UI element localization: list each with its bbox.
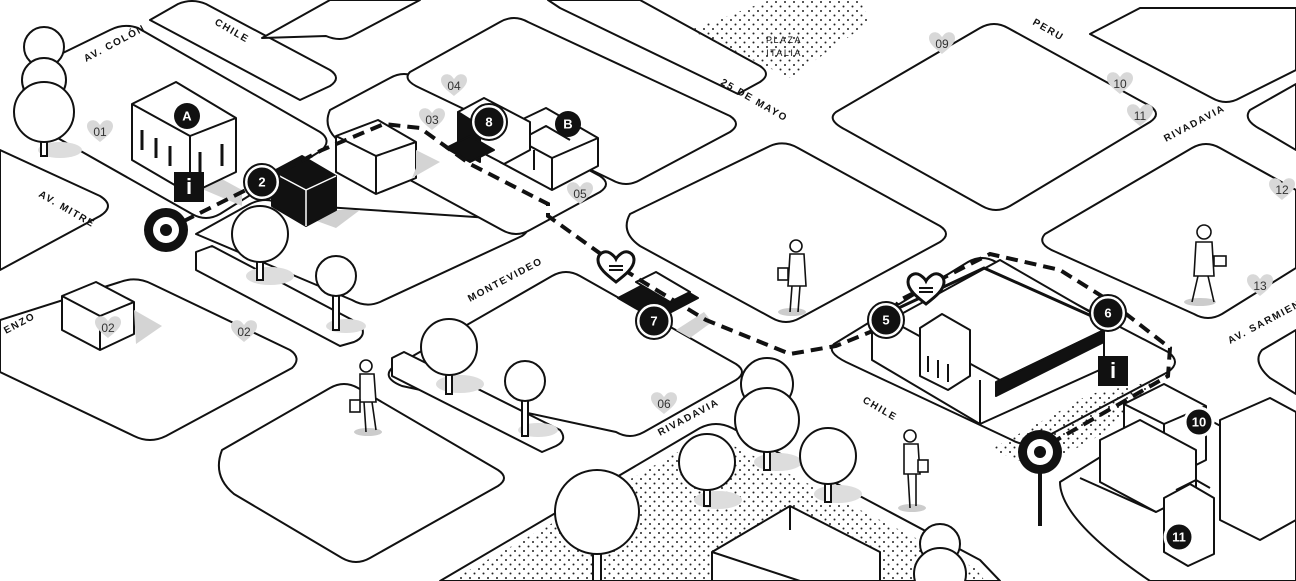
svg-text:01: 01 [93, 125, 107, 139]
info-icon[interactable]: i [1098, 356, 1128, 386]
block [1041, 143, 1296, 319]
route-stop-6[interactable]: 6 [1089, 294, 1127, 332]
svg-text:6: 6 [1104, 306, 1111, 321]
svg-text:B: B [563, 117, 572, 132]
person-icon [349, 359, 382, 436]
block [1246, 83, 1296, 151]
route-stop-7[interactable]: 7 [635, 302, 673, 340]
tree-icon [13, 26, 82, 158]
block [0, 149, 109, 271]
heart-pin: 10 [1107, 72, 1133, 94]
block [406, 17, 737, 185]
svg-text:i: i [186, 174, 192, 199]
block [149, 0, 337, 101]
street-chile-bottom: CHILE [861, 395, 899, 424]
heart-pin: 12 [1269, 178, 1295, 200]
route-stop-10[interactable]: 10 [1183, 406, 1215, 438]
route-end-marker[interactable] [1018, 430, 1062, 526]
street-peru: PERU [1031, 17, 1066, 44]
heart-pin: 04 [441, 74, 467, 96]
block [1089, 7, 1296, 103]
svg-text:11: 11 [1134, 109, 1147, 123]
heart-pin: 01 [87, 120, 113, 142]
svg-text:5: 5 [882, 313, 889, 328]
svg-text:03: 03 [425, 113, 439, 127]
block [0, 278, 298, 441]
info-icon[interactable]: i [174, 172, 204, 202]
svg-text:7: 7 [650, 314, 657, 329]
street-rivadavia-top: RIVADAVIA [1162, 103, 1227, 145]
building-label-b[interactable]: B [555, 111, 581, 137]
person-icon [777, 239, 807, 316]
route-stop-2[interactable]: 2 [243, 163, 281, 201]
svg-text:2: 2 [258, 175, 265, 190]
svg-text:09: 09 [935, 37, 949, 51]
svg-text:13: 13 [1253, 279, 1267, 293]
heart-pin: 02 [95, 316, 121, 338]
tree-icon [420, 318, 484, 395]
svg-text:11: 11 [1172, 530, 1186, 545]
svg-text:8: 8 [485, 115, 492, 130]
heart-pins[interactable]: 01 02 02 03 04 05 06 09 10 11 12 13 [87, 32, 1295, 414]
block [1257, 329, 1296, 395]
tree-icon [504, 360, 558, 437]
heart-pin: 05 [567, 182, 593, 204]
block [218, 383, 505, 563]
heart-pin: 09 [929, 32, 955, 54]
svg-text:10: 10 [1113, 77, 1127, 91]
svg-text:12: 12 [1275, 183, 1289, 197]
heart-pin: 06 [651, 392, 677, 414]
building-label-a[interactable]: A [174, 103, 200, 129]
tree-icon [231, 205, 294, 285]
block [625, 142, 947, 323]
metro-heart-icon[interactable] [906, 272, 946, 306]
pedestrians [349, 224, 1227, 512]
block [547, 0, 767, 95]
person-icon [898, 429, 929, 512]
tree-icon [315, 255, 366, 333]
svg-text:ITALIA: ITALIA [766, 48, 802, 58]
tree-icon [799, 427, 862, 503]
svg-text:10: 10 [1192, 415, 1206, 430]
trees [13, 26, 967, 581]
route-stop-5[interactable]: 5 [867, 301, 905, 339]
tree-icon [913, 523, 967, 581]
heart-pin: 03 [419, 108, 445, 130]
svg-text:05: 05 [573, 187, 587, 201]
svg-text:i: i [1110, 358, 1116, 383]
metro-heart-icon[interactable] [596, 250, 636, 284]
block [261, 0, 421, 40]
route-stop-11[interactable]: 11 [1163, 521, 1195, 553]
svg-text:A: A [182, 109, 192, 124]
tree-icon [734, 357, 802, 471]
plaza-italia [690, 0, 870, 78]
heart-pin: 11 [1127, 104, 1153, 126]
route-start-marker[interactable] [144, 208, 188, 252]
buildings [61, 81, 1296, 581]
route-stop-8[interactable]: 8 [470, 103, 508, 141]
svg-text:PLAZA: PLAZA [766, 35, 802, 45]
svg-text:02: 02 [237, 325, 251, 339]
svg-text:02: 02 [101, 321, 115, 335]
tree-icon [554, 469, 640, 581]
tree-icon [678, 433, 742, 509]
heart-pin: 02 [231, 320, 257, 342]
svg-text:04: 04 [447, 79, 461, 93]
person-icon [1184, 224, 1227, 306]
plaza-italia-label: PLAZA ITALIA [766, 35, 802, 58]
svg-text:06: 06 [657, 397, 671, 411]
heart-pin: 13 [1247, 274, 1273, 296]
block [831, 23, 1157, 211]
